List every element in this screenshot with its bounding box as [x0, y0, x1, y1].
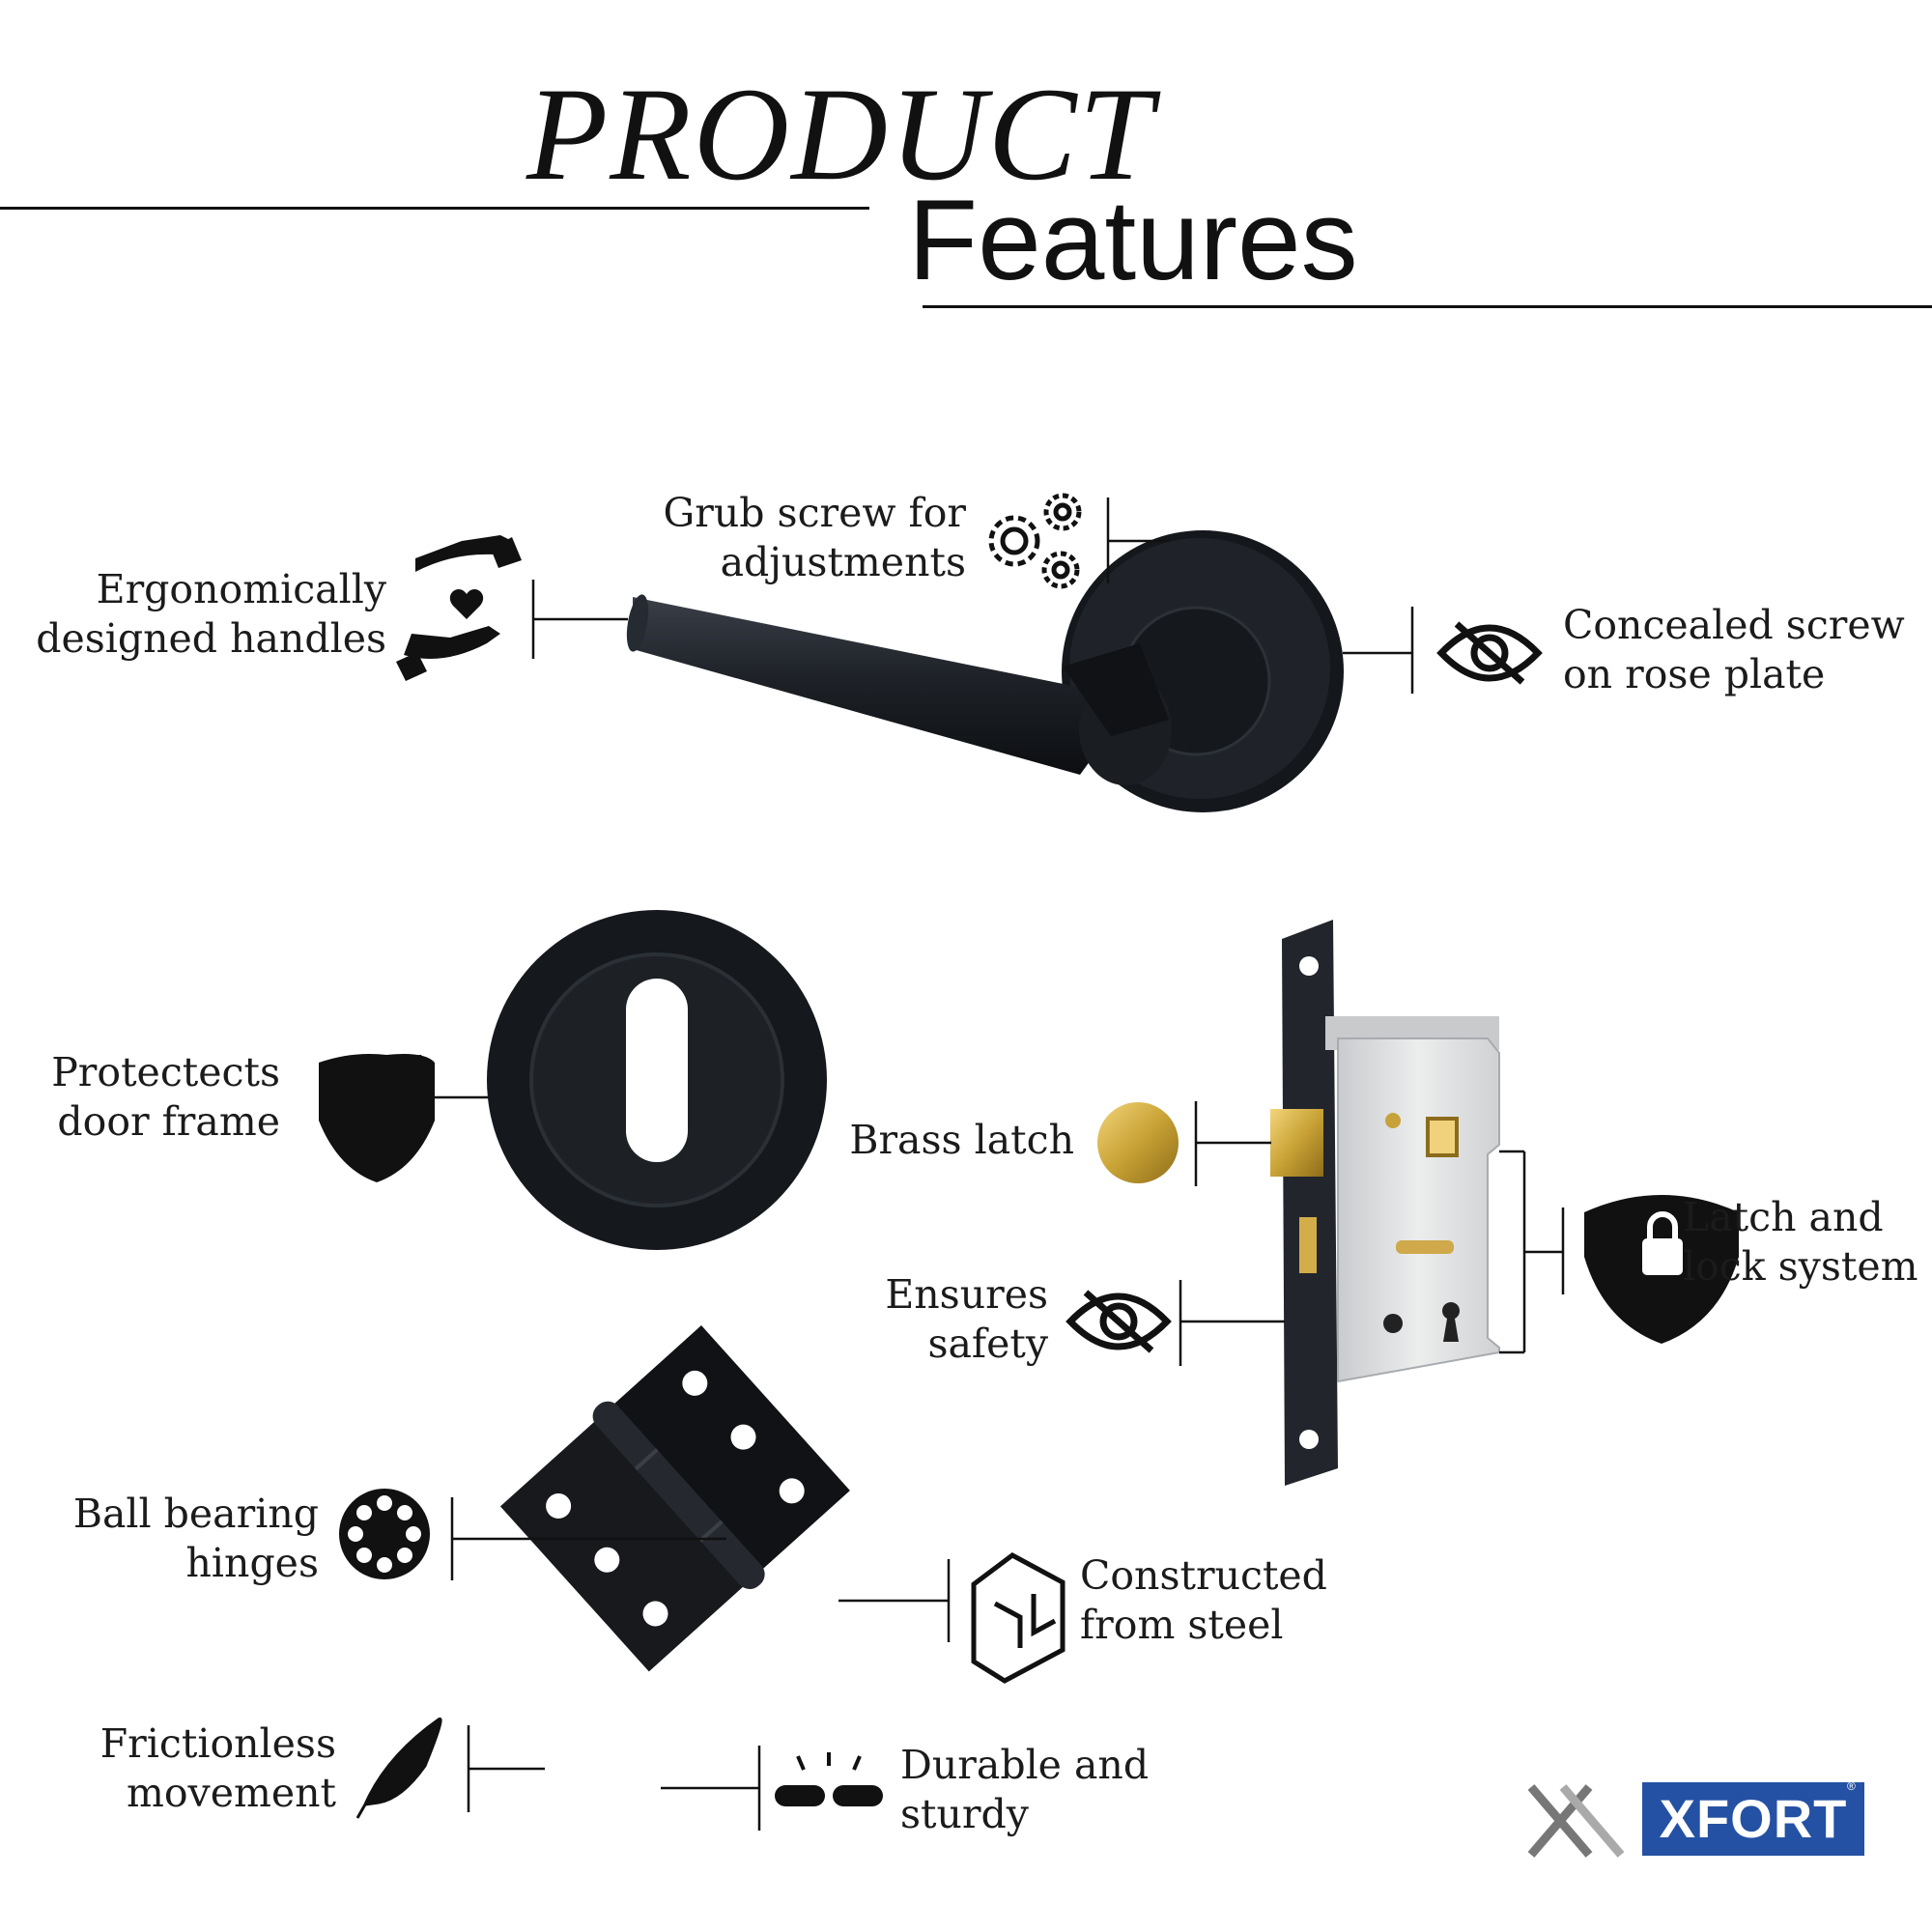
feather-icon	[355, 1717, 442, 1819]
steel-beam-icon	[971, 1552, 1065, 1684]
title-product: PRODUCT	[526, 60, 1155, 208]
lever-handle	[626, 530, 1344, 812]
label-grub-screw: Grub screw for adjustments	[663, 490, 967, 585]
label-protects: Protectects door frame	[51, 1049, 280, 1145]
brand-logo-text: XFORT	[1642, 1782, 1864, 1856]
mortice-lock	[1270, 920, 1500, 1486]
xfort-logo-mark	[1527, 1784, 1625, 1858]
hinge	[499, 1325, 850, 1672]
title-rule-left	[0, 207, 869, 210]
lock-shield-icon	[1584, 1195, 1739, 1344]
label-concealed-screw: Concealed screw on rose plate	[1563, 602, 1905, 697]
brass-coin-icon	[1097, 1102, 1179, 1183]
label-frictionless: Frictionless movement	[99, 1720, 336, 1816]
leader-lines	[418, 497, 1565, 1831]
shield-icon	[319, 1054, 435, 1182]
title-features: Features	[908, 177, 1358, 304]
label-latch-lock: Latch and lock system	[1683, 1194, 1918, 1290]
hands-heart-icon	[396, 535, 522, 681]
label-ergonomic: Ergonomically designed handles	[36, 566, 386, 662]
label-durable: Durable and sturdy	[900, 1742, 1150, 1837]
label-brass-latch: Brass latch	[849, 1117, 1074, 1163]
label-constructed: Constructed from steel	[1080, 1552, 1327, 1648]
gears-icon	[988, 493, 1082, 589]
keyhole-escutcheon	[487, 910, 827, 1250]
label-ensures-safety: Ensures safety	[885, 1271, 1048, 1367]
ball-bearing-icon	[339, 1489, 430, 1579]
brand-registered-mark: ®	[1847, 1779, 1856, 1793]
label-ball-bearing: Ball bearing hinges	[72, 1491, 319, 1586]
title-rule-right	[923, 305, 1932, 308]
eye-slash-icon-2	[1065, 1290, 1172, 1353]
eye-slash-icon	[1436, 621, 1543, 685]
broken-chain-icon	[775, 1752, 883, 1806]
